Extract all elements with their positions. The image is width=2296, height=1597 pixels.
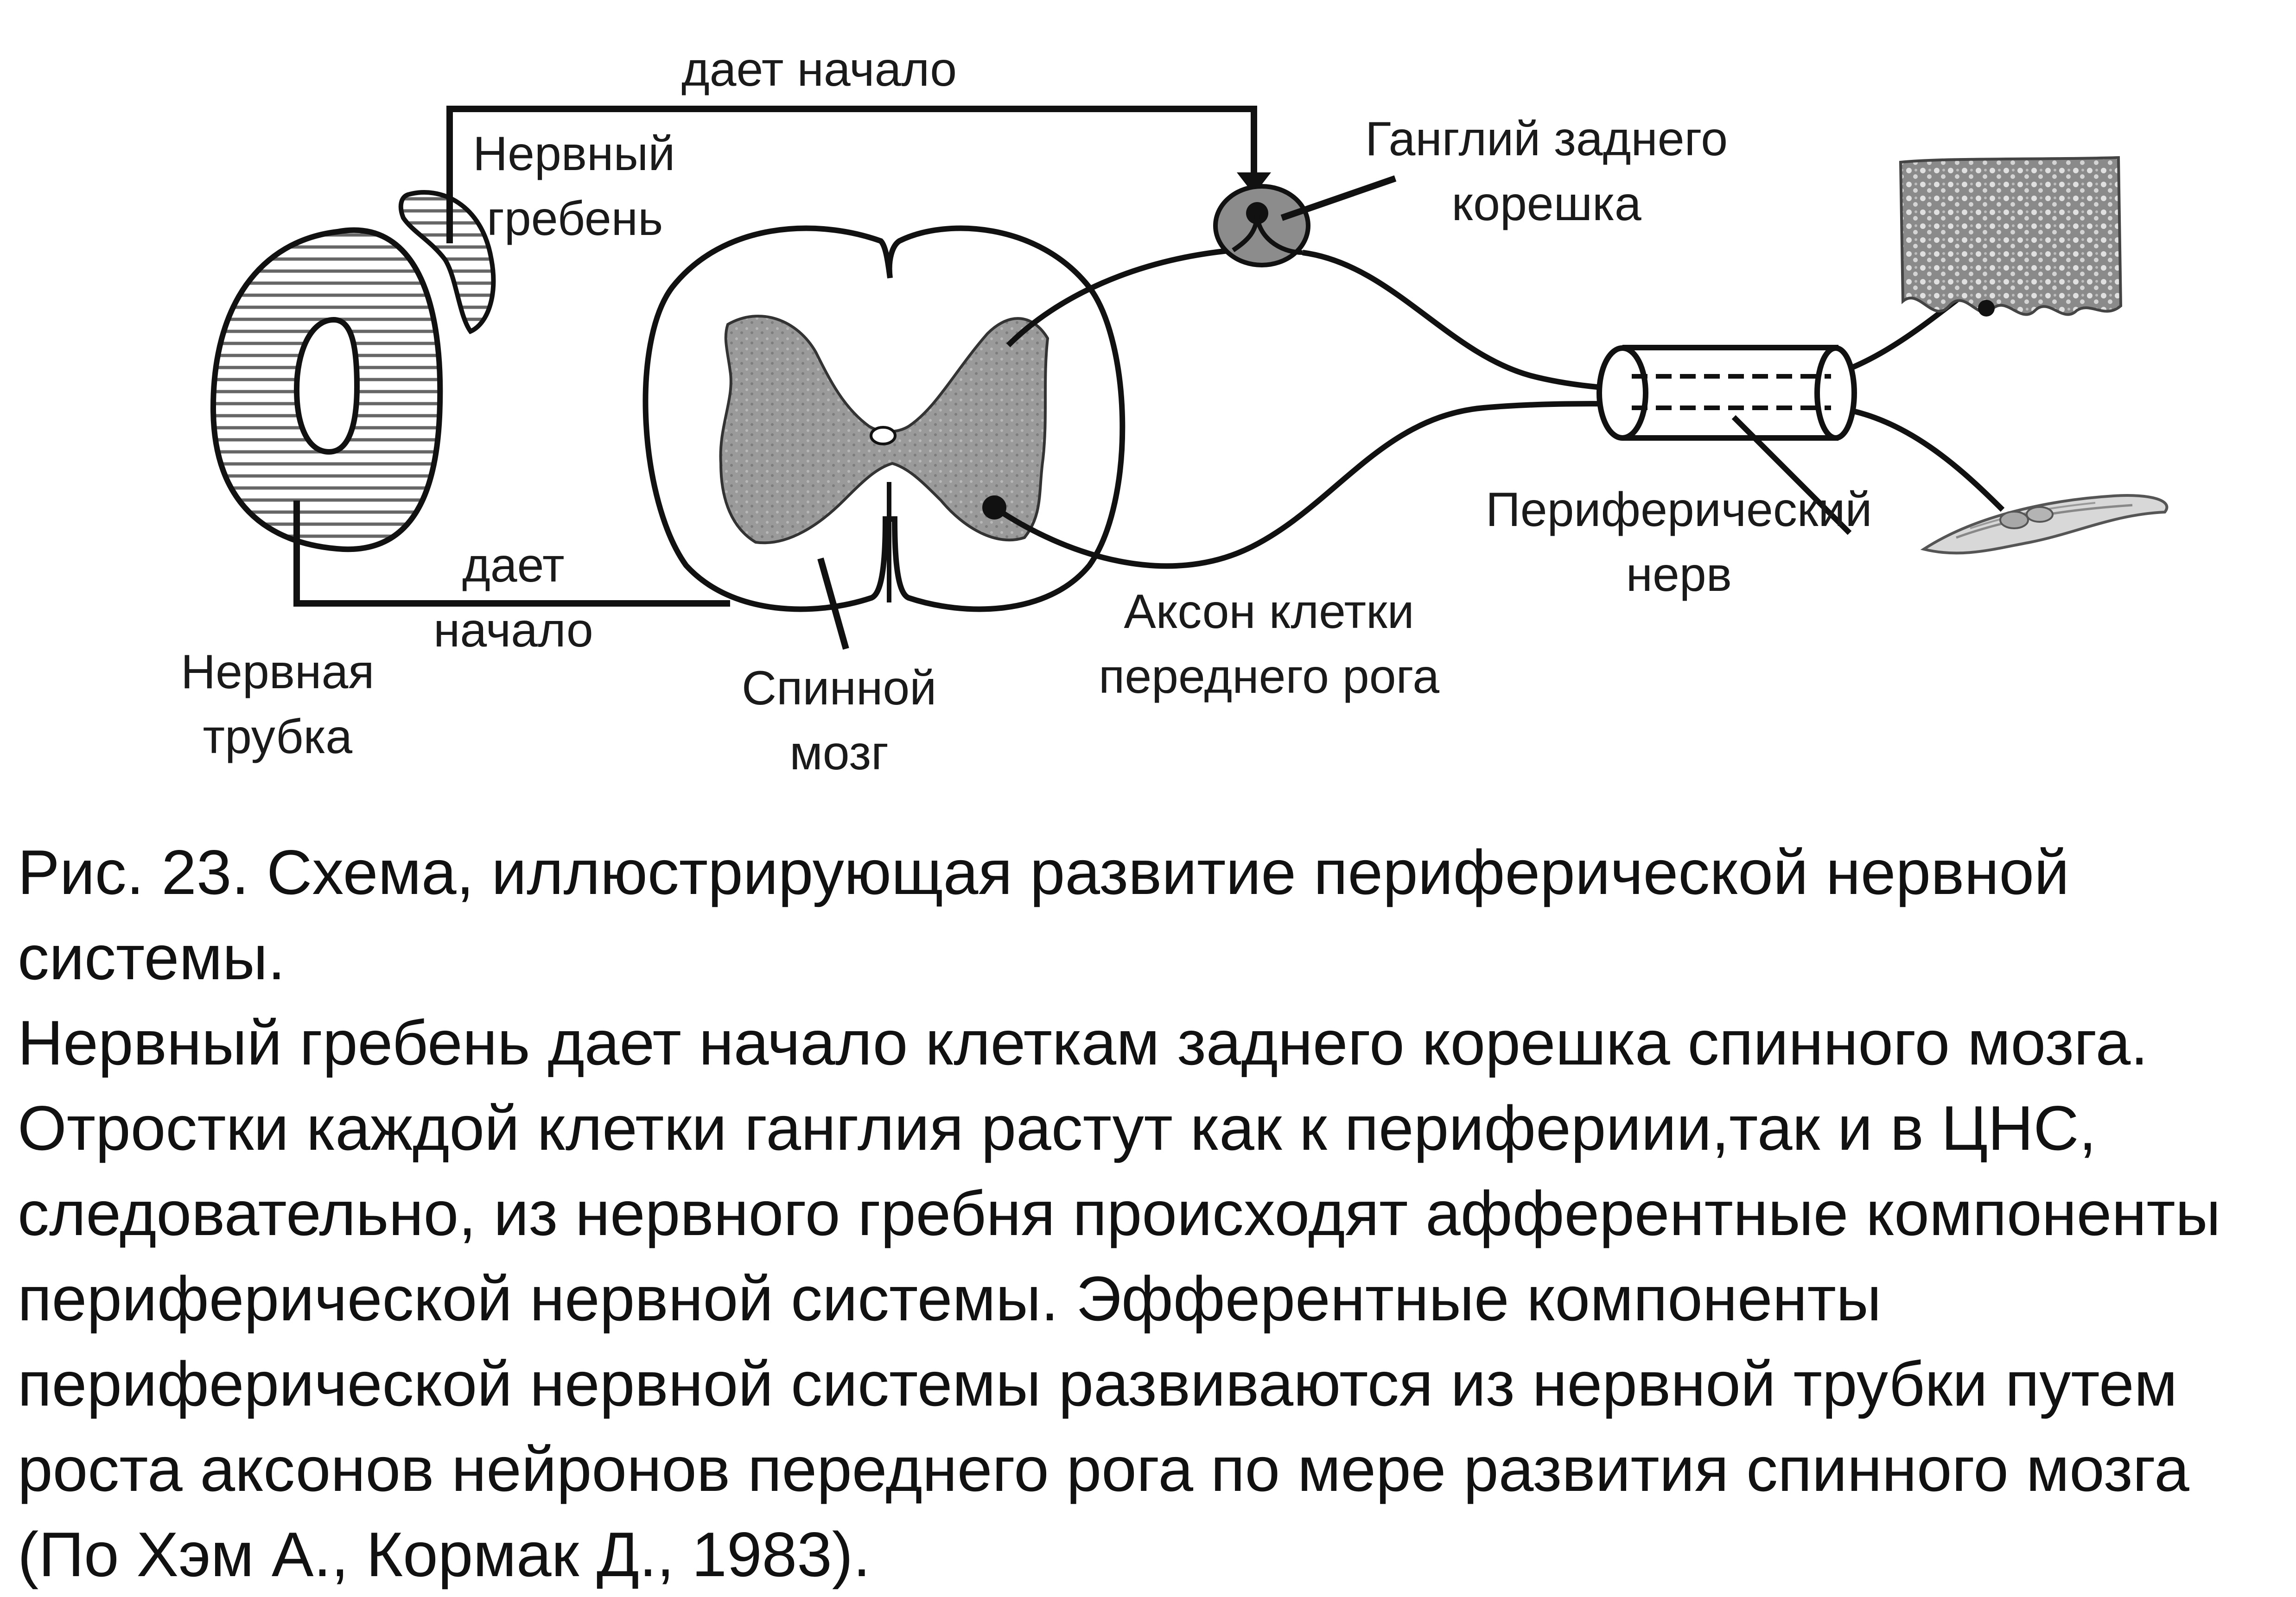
label-gives-rise-bottom: дает начало — [433, 533, 593, 663]
label-neural-crest-line1: Нервный — [473, 127, 675, 181]
label-peripheral-nerve-line2: нерв — [1626, 548, 1732, 602]
peripheral-nerve-pointer — [1731, 415, 1852, 535]
label-neural-tube-line1: Нервная — [181, 645, 375, 699]
label-spinal-cord-line1: Спинной — [742, 661, 937, 715]
label-gives-rise-bottom-line2: начало — [433, 603, 593, 657]
diagram-figure: дает начало Нервный гребень Ганглий задн… — [0, 0, 2296, 788]
neural-tube-shape — [210, 227, 443, 552]
dorsal-root-fiber — [1006, 247, 1234, 348]
neural-crest-shape — [398, 190, 496, 335]
label-neural-tube: Нервная трубка — [181, 640, 375, 769]
label-gives-rise-bottom-line1: дает — [462, 539, 565, 592]
spinal-cord-pointer — [817, 558, 849, 650]
label-axon: Аксон клетки переднего рога — [1099, 579, 1439, 709]
bottom-connector — [293, 501, 730, 607]
diagram-svg — [210, 106, 2169, 650]
label-spinal-cord-line2: мозг — [789, 726, 889, 780]
caption-title: Рис. 23. Схема, иллюстрирующая развитие … — [18, 837, 2070, 993]
label-neural-crest-line2: гребень — [487, 192, 663, 246]
muscle-tissue-shape — [1920, 494, 2169, 555]
caption-body: Нервный гребень дает начало клеткам задн… — [18, 1008, 2221, 1590]
label-axon-line1: Аксон клетки — [1124, 585, 1414, 639]
peripheral-nerve-shape — [1596, 345, 1857, 441]
label-gives-rise-top: дает начало — [681, 43, 957, 96]
spinal-cord-shape — [642, 225, 1126, 612]
label-peripheral-nerve: Периферический нерв — [1486, 477, 1872, 607]
label-neural-crest: Нервный гребень — [473, 121, 675, 251]
label-spinal-cord: Спинной мозг — [742, 656, 936, 786]
label-neural-tube-line2: трубка — [203, 710, 353, 764]
top-connector — [446, 106, 1271, 243]
label-ganglion: Ганглий заднего корешка — [1365, 107, 1728, 236]
ganglion-pointer — [1280, 175, 1397, 221]
label-ganglion-line1: Ганглий заднего — [1365, 112, 1728, 166]
figure-caption: Рис. 23. Схема, иллюстрирующая развитие … — [18, 830, 2284, 1597]
ganglion-shape — [1213, 184, 1310, 267]
label-ganglion-line2: корешка — [1451, 177, 1641, 231]
efferent-fiber — [992, 401, 2005, 569]
label-axon-line2: переднего рога — [1099, 650, 1440, 703]
label-peripheral-nerve-line1: Периферический — [1486, 483, 1872, 537]
skin-tissue-shape — [1899, 156, 2123, 317]
